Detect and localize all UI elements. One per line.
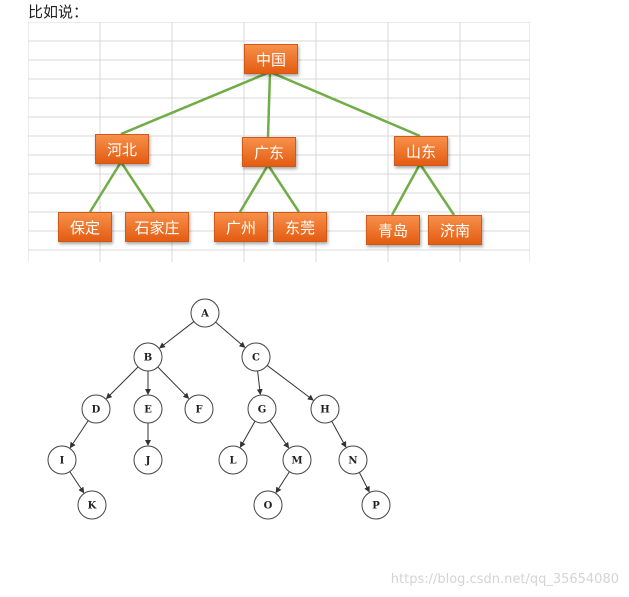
org-city-box-jinan: 济南 <box>428 215 482 245</box>
tree-node-H: H <box>310 394 340 424</box>
org-city-box-guangzhou: 广州 <box>214 212 268 242</box>
tree-node-D: D <box>81 394 111 424</box>
tree-edge-A-B <box>159 321 195 349</box>
tree-node-label: G <box>258 405 267 416</box>
tree-node-circle <box>81 394 111 424</box>
org-root-box: 中国 <box>244 44 298 74</box>
tree-edge-D-I <box>69 420 89 449</box>
org-connector-line <box>269 70 421 138</box>
tree-node-E: E <box>133 394 163 424</box>
tree-edge-B-F <box>157 366 190 400</box>
tree-node-O: O <box>253 490 283 520</box>
org-connector-line <box>390 163 422 216</box>
tree-node-circle <box>310 394 340 424</box>
tree-node-A: A <box>190 298 220 328</box>
tree-edge-G-L <box>239 420 256 448</box>
tree-node-label: K <box>88 501 97 512</box>
tree-node-label: O <box>264 501 273 512</box>
tree-node-label: J <box>145 456 151 467</box>
org-connector-line <box>418 163 456 216</box>
tree-node-L: L <box>218 445 248 475</box>
tree-node-B: B <box>133 342 163 372</box>
tree-node-label: I <box>60 456 65 467</box>
org-chart: 中国 河北 广东 山东 保定 石家庄 广州 东莞 青岛 济南 <box>27 21 531 262</box>
tree-node-label: L <box>229 456 236 467</box>
tree-edge-C-G <box>256 370 263 396</box>
tree-node-label: E <box>144 405 152 416</box>
tree-node-I: I <box>47 445 77 475</box>
tree-node-circle <box>133 445 163 475</box>
org-city-box-dongguan: 东莞 <box>273 212 327 242</box>
org-connector-line <box>266 164 301 213</box>
tree-node-circle <box>190 298 220 328</box>
org-city-box-qingdao: 青岛 <box>366 215 420 245</box>
tree-node-F: F <box>184 394 214 424</box>
tree-node-circle <box>282 445 312 475</box>
tree-node-label: A <box>200 309 209 320</box>
tree-node-N: N <box>338 445 368 475</box>
org-province-box-hebei: 河北 <box>95 134 149 164</box>
tree-node-circle <box>133 394 163 424</box>
tree-node-circle <box>77 490 107 520</box>
tree-node-circle <box>361 490 391 520</box>
org-city-box-shijiazhuang: 石家庄 <box>125 212 189 242</box>
org-province-box-guangdong: 广东 <box>242 137 296 167</box>
tree-node-K: K <box>77 490 107 520</box>
tree-node-C: C <box>241 342 271 372</box>
tree-edge-I-K <box>69 471 85 494</box>
watermark: https://blog.csdn.net/qq_35654080 <box>390 572 619 587</box>
tree-node-circle <box>133 342 163 372</box>
tree-edge-G-M <box>269 420 290 449</box>
org-province-box-shandong: 山东 <box>394 136 448 166</box>
tree-node-label: H <box>320 405 329 416</box>
tree-node-circle <box>338 445 368 475</box>
tree-node-G: G <box>247 394 277 424</box>
tree-node-circle <box>184 394 214 424</box>
tree-edge-N-P <box>358 472 370 493</box>
org-connector-line <box>120 70 271 136</box>
intro-text: 比如说： <box>28 3 89 21</box>
tree-node-circle <box>241 342 271 372</box>
org-connector-line <box>266 71 272 138</box>
tree-edge-H-N <box>331 421 347 448</box>
tree-node-P: P <box>361 490 391 520</box>
tree-node-circle <box>47 445 77 475</box>
tree-node-label: F <box>195 405 202 416</box>
tree-edge-M-O <box>275 471 290 494</box>
org-connector-line <box>119 161 156 213</box>
tree-node-label: M <box>291 456 302 467</box>
tree-node-circle <box>253 490 283 520</box>
tree-node-J: J <box>133 445 163 475</box>
org-connector-line <box>238 164 270 213</box>
tree-node-label: C <box>252 353 260 364</box>
tree-node-label: N <box>348 456 357 467</box>
tree-edge-B-D <box>105 366 139 400</box>
tree-node-circle <box>247 394 277 424</box>
tree-edge-A-C <box>215 321 246 348</box>
tree-node-label: D <box>92 405 101 416</box>
tree-node-circle <box>218 445 248 475</box>
tree-node-label: B <box>144 353 152 364</box>
tree-edge-C-H <box>266 365 314 401</box>
tree-node-M: M <box>282 445 312 475</box>
tree-node-label: P <box>372 501 380 512</box>
org-city-box-baoding: 保定 <box>58 212 112 242</box>
org-connector-line <box>88 161 123 213</box>
